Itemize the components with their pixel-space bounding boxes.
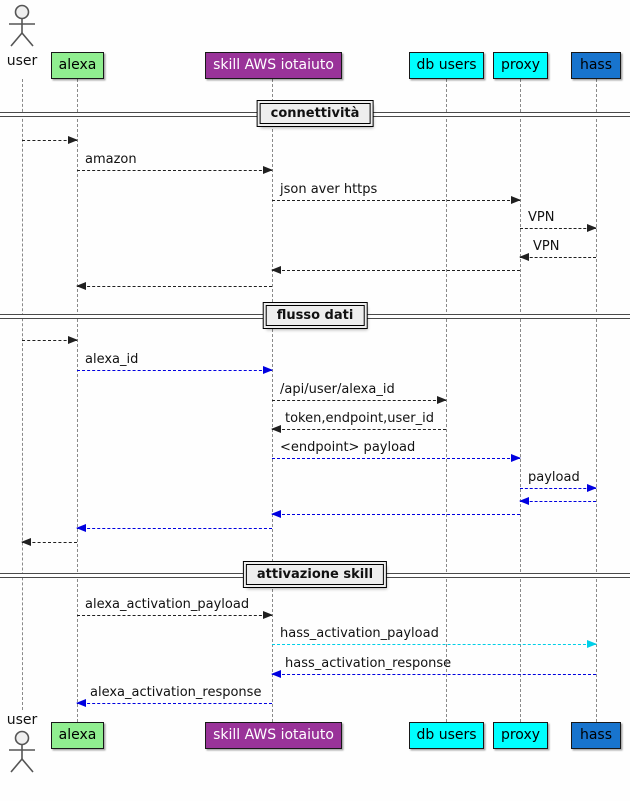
arrowhead-icon [511,454,521,462]
divider-flusso-dati: flusso dati [265,305,365,326]
message-12-proxy-hass: payload [520,470,597,492]
message-label: hass_activation_response [285,656,452,671]
message-label: VPN [528,210,555,225]
message-3-proxy-hass: VPN [520,210,597,232]
arrowhead-icon [76,282,86,290]
lifeline-alexa [77,79,78,722]
message-arrow [519,253,596,261]
message-arrow [271,425,446,433]
arrowhead-icon [68,136,78,144]
message-4-hass-proxy: VPN [519,239,596,261]
divider-attivazione-skill: attivazione skill [245,564,385,585]
arrowhead-icon [263,611,273,619]
message-arrow [272,640,597,648]
divider-connettivita: connettività [259,103,371,124]
actor-user-bottom: user [0,712,44,776]
message-arrow [272,396,447,404]
message-13-hass-proxy [519,484,596,505]
message-6-skill-alexa [76,269,272,290]
participant-alexa-top: alexa [51,52,104,79]
message-1-alexa-skill: amazon [77,152,273,174]
message-7-user-alexa [22,323,78,344]
message-19-hass-skill: hass_activation_response [271,656,596,678]
participant-hass-bottom: hass [571,722,621,749]
message-arrow [76,524,272,532]
arrowhead-icon [271,670,281,678]
arrowhead-icon [587,640,597,648]
message-arrow [21,538,77,546]
message-arrow [77,366,273,374]
arrowhead-icon [587,484,597,492]
participant-skill-bottom: skill AWS iotaiuto [205,722,342,749]
message-8-alexa-skill: alexa_id [77,352,273,374]
arrowhead-icon [68,336,78,344]
lifeline-proxy [520,79,521,722]
message-arrow [76,282,272,290]
participant-dbusers-bottom: db users [409,722,484,749]
message-label: token,endpoint,user_id [285,411,434,426]
actor-label: user [6,712,38,728]
arrowhead-icon [263,366,273,374]
message-14-proxy-skill [271,497,520,518]
participant-dbusers-top: db users [409,52,484,79]
lifeline-hass [596,79,597,722]
message-5-proxy-skill [271,253,520,274]
participant-skill-top: skill AWS iotaiuto [205,52,342,79]
message-11-skill-proxy: <endpoint> payload [272,440,521,462]
message-label: alexa_activation_payload [85,597,250,612]
message-label: hass_activation_payload [280,626,439,641]
message-arrow [271,670,596,678]
participant-proxy-top: proxy [493,52,548,79]
message-10-dbusers-skill: token,endpoint,user_id [271,411,446,433]
message-0-user-alexa [22,123,78,144]
message-arrow [271,266,520,274]
message-label: payload [528,470,580,485]
arrowhead-icon [519,497,529,505]
message-label: VPN [533,239,560,254]
message-arrow [520,224,597,232]
arrowhead-icon [519,253,529,261]
message-arrow [519,497,596,505]
arrowhead-icon [76,524,86,532]
participant-alexa-bottom: alexa [51,722,104,749]
message-label: amazon [85,152,137,167]
message-16-alexa-user [21,525,77,546]
arrowhead-icon [263,166,273,174]
message-label: /api/user/alexa_id [280,382,395,397]
message-arrow [22,336,78,344]
message-arrow [76,699,272,707]
message-label: alexa_id [85,352,139,367]
actor-user-top: user [0,4,44,69]
person-icon [9,730,35,773]
lifeline-user [22,79,23,710]
arrowhead-icon [271,425,281,433]
person-icon [9,4,35,47]
arrowhead-icon [76,699,86,707]
message-18-skill-hass: hass_activation_payload [272,626,597,648]
message-20-skill-alexa: alexa_activation_response [76,685,272,707]
actor-label: user [6,53,38,69]
arrowhead-icon [21,538,31,546]
message-9-skill-dbusers: /api/user/alexa_id [272,382,447,404]
arrowhead-icon [587,224,597,232]
arrowhead-icon [271,266,281,274]
message-label: alexa_activation_response [90,685,262,700]
participant-hass-top: hass [571,52,621,79]
arrowhead-icon [511,196,521,204]
arrowhead-icon [437,396,447,404]
arrowhead-icon [271,510,281,518]
message-17-alexa-skill: alexa_activation_payload [77,597,273,619]
message-arrow [271,510,520,518]
message-arrow [520,484,597,492]
message-arrow [272,454,521,462]
message-15-skill-alexa [76,511,272,532]
message-arrow [77,166,273,174]
message-arrow [22,136,78,144]
message-label: json aver https [280,182,378,197]
message-2-skill-proxy: json aver https [272,182,521,204]
message-arrow [272,196,521,204]
participant-proxy-bottom: proxy [493,722,548,749]
message-arrow [77,611,273,619]
message-label: <endpoint> payload [280,440,416,455]
